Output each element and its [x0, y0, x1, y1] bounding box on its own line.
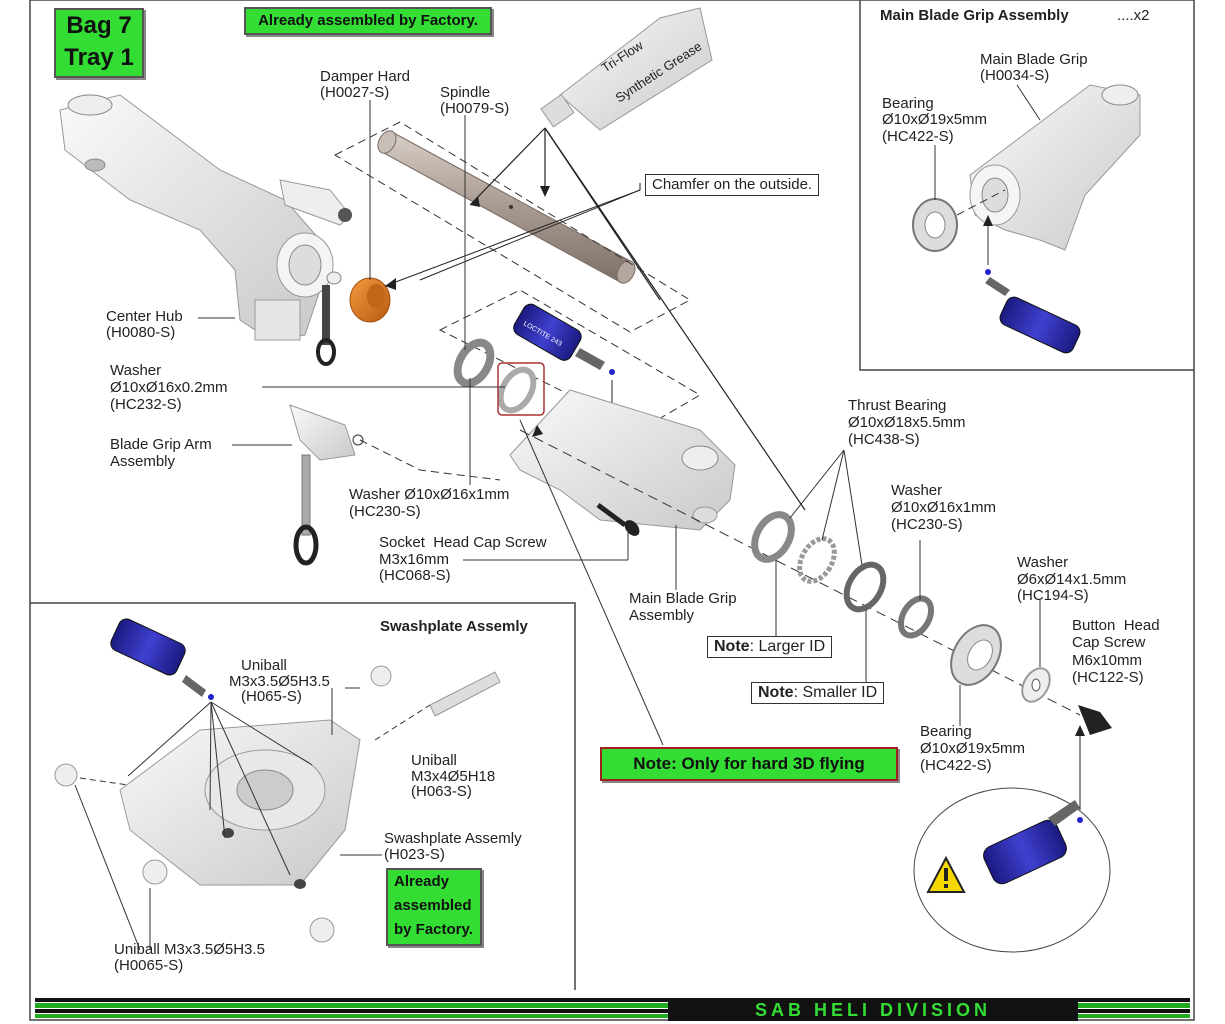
- grip-bearing-name: Bearing: [882, 95, 934, 112]
- grip-bearing-spec: Ø10xØ19x5mm: [882, 111, 988, 128]
- socket-screw-spec: M3x16mm: [379, 551, 450, 568]
- grip-code: (H0034-S): [980, 67, 1050, 84]
- loctite-bottle-main: [513, 303, 615, 375]
- uniball1-spec: M3x3.5Ø5H3.5: [229, 673, 330, 690]
- socket-screw-code: (HC068-S): [379, 567, 451, 584]
- button-screw-line1: Button Head: [1072, 617, 1160, 634]
- swashplate-illustration: [54, 618, 501, 943]
- swash-factory-badge: Already assembled by Factory.: [386, 868, 482, 946]
- main-blade-grip-illustration: [509, 389, 736, 531]
- uniball2-spec: M3x4Ø5H18: [411, 768, 496, 785]
- swash-name: Swashplate Assemly: [384, 830, 522, 847]
- note-hard-3d: Note: Only for hard 3D flying: [600, 747, 898, 781]
- damper-hard-illustration: [349, 277, 391, 323]
- grip-panel-frame: [859, 0, 1194, 371]
- washer-right-name: Washer: [891, 482, 943, 499]
- washer-right-illustration: [897, 595, 935, 639]
- uniball2-name: Uniball: [411, 752, 457, 769]
- grip-panel-illustration: [912, 84, 1141, 354]
- blade-grip-arm-line1: Blade Grip Arm: [110, 436, 212, 453]
- button-screw-illustration: [1078, 705, 1112, 735]
- footer-band: [35, 998, 1190, 1021]
- footer-brand: SAB HELI DIVISION: [754, 1000, 992, 1020]
- blade-grip-arm-line2: Assembly: [110, 453, 176, 470]
- main-grip-line2: Assembly: [629, 607, 695, 624]
- bearing-name: Bearing: [920, 723, 972, 740]
- washer-1mm-code: (HC230-S): [349, 503, 421, 520]
- blade-grip-arm-illustration: [289, 404, 364, 566]
- swash-factory-line3: by Factory.: [394, 921, 473, 938]
- grip-bearing-code: (HC422-S): [882, 128, 954, 145]
- main-grip-line1: Main Blade Grip: [629, 590, 737, 607]
- thrust-bearing-illustration: [751, 511, 887, 613]
- washer-right-code: (HC230-S): [891, 516, 963, 533]
- washer-thin-spec: Ø10xØ16x0.2mm: [110, 379, 228, 396]
- thrust-name: Thrust Bearing: [848, 397, 947, 414]
- washer-1mm-spec: Washer Ø10xØ16x1mm: [349, 486, 510, 503]
- bag-label: Bag 7: [66, 12, 132, 39]
- damper-name: Damper Hard: [320, 68, 411, 85]
- swash-panel-frame: [30, 602, 576, 990]
- grease-tube-illustration: [540, 7, 713, 131]
- spindle-illustration: [377, 130, 636, 284]
- washer-thin-name: Washer: [110, 362, 162, 379]
- page-frame: [29, 0, 1195, 1021]
- uniball2-code: (H063-S): [411, 783, 472, 800]
- washer-small-code: (HC194-S): [1017, 587, 1089, 604]
- button-screw-code: (HC122-S): [1072, 669, 1144, 686]
- uniball1-code: (H065-S): [241, 688, 302, 705]
- thrust-spec: Ø10xØ18x5.5mm: [848, 414, 966, 431]
- note-larger-id: Note: Larger ID: [707, 636, 833, 658]
- tray-label: Tray 1: [64, 44, 134, 71]
- bearing-code: (HC422-S): [920, 757, 992, 774]
- note-smaller-id: Note: Smaller ID: [751, 682, 885, 704]
- grip-panel-title: Main Blade Grip Assembly: [880, 7, 1069, 24]
- washer-small-spec: Ø6xØ14x1.5mm: [1017, 571, 1127, 588]
- grip-name: Main Blade Grip: [980, 51, 1088, 68]
- washer-thin-illustration: [453, 338, 545, 416]
- washer-thin-code: (HC232-S): [110, 396, 182, 413]
- center-hub-name: Center Hub: [106, 308, 183, 325]
- bag-tray-badge: Bag 7 Tray 1: [54, 8, 144, 78]
- swash-factory-line2: assembled: [394, 897, 472, 914]
- center-hub-illustration: [59, 94, 352, 341]
- chamfer-note: Chamfer on the outside.: [645, 174, 820, 196]
- loctite-callout: [913, 787, 1111, 953]
- socket-screw-name: Socket Head Cap Screw: [379, 534, 547, 551]
- washer-right-spec: Ø10xØ16x1mm: [891, 499, 997, 516]
- warning-icon: [926, 855, 966, 893]
- ball-link-hub: [316, 271, 342, 366]
- uniball1-name: Uniball: [241, 657, 287, 674]
- washer-small-illustration: [1021, 667, 1051, 703]
- swash-panel-title: Swashplate Assemly: [380, 618, 528, 635]
- uniball3-spec: Uniball M3x3.5Ø5H3.5: [114, 941, 265, 958]
- center-hub-code: (H0080-S): [106, 324, 176, 341]
- washer-small-name: Washer: [1017, 554, 1069, 571]
- spindle-name: Spindle: [440, 84, 491, 101]
- swash-code: (H023-S): [384, 846, 445, 863]
- swash-factory-line1: Already: [394, 873, 450, 890]
- factory-banner: Already assembled by Factory.: [244, 7, 492, 35]
- bearing-right-illustration: [950, 624, 1002, 686]
- uniball3-code: (H0065-S): [114, 957, 184, 974]
- button-screw-spec: M6x10mm: [1072, 652, 1143, 669]
- button-screw-line2: Cap Screw: [1072, 634, 1146, 651]
- thrust-code: (HC438-S): [848, 431, 920, 448]
- grip-panel-qty: ....x2: [1117, 7, 1150, 24]
- damper-code: (H0027-S): [320, 84, 390, 101]
- bearing-spec: Ø10xØ19x5mm: [920, 740, 1026, 757]
- spindle-code: (H0079-S): [440, 100, 510, 117]
